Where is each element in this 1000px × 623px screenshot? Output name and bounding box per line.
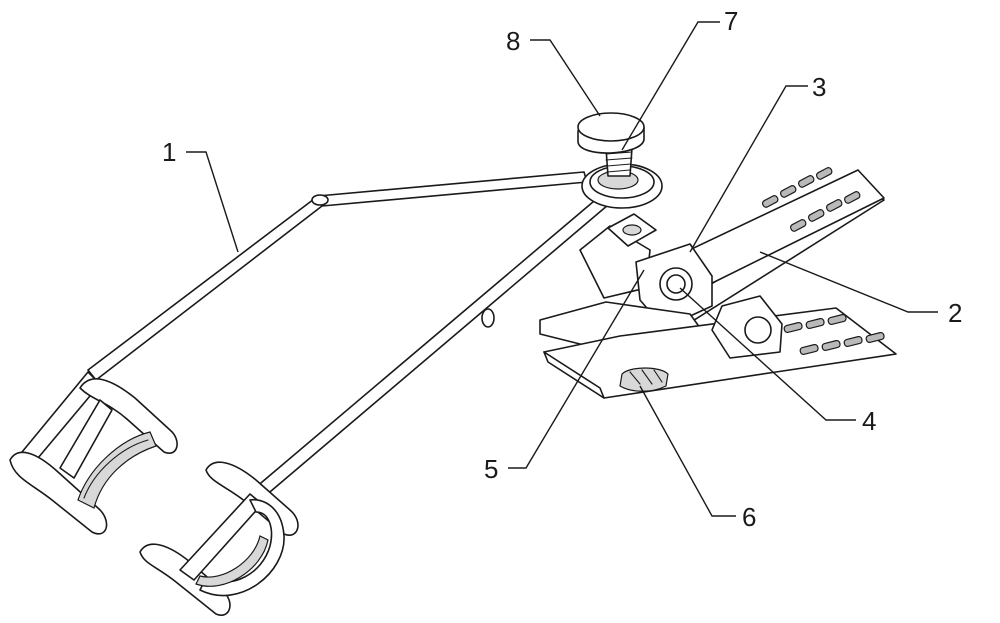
callout-2: 2 bbox=[948, 298, 962, 328]
leader-5 bbox=[508, 269, 645, 469]
callout-6: 6 bbox=[742, 502, 756, 532]
leader-1 bbox=[186, 151, 239, 253]
callout-5: 5 bbox=[484, 454, 498, 484]
wire-frame bbox=[9, 171, 609, 616]
lower-clip-body bbox=[539, 295, 897, 399]
wire-lower-arm bbox=[254, 195, 609, 498]
right-u-loop bbox=[199, 498, 285, 597]
right-u-bar-bottom bbox=[139, 543, 231, 616]
leader-4 bbox=[679, 287, 856, 421]
leader-6 bbox=[639, 385, 736, 517]
lower-grip-slots bbox=[783, 313, 885, 356]
wire-pin-upper bbox=[311, 194, 329, 206]
leader-2 bbox=[759, 251, 938, 313]
leader-7 bbox=[621, 21, 720, 151]
callout-1: 1 bbox=[162, 137, 176, 167]
callout-4: 4 bbox=[862, 406, 876, 436]
leader-3 bbox=[689, 85, 808, 253]
callout-3: 3 bbox=[812, 72, 826, 102]
callout-7: 7 bbox=[724, 6, 738, 36]
left-u-upright bbox=[59, 399, 113, 479]
leader-lines bbox=[186, 21, 938, 517]
callout-labels: 1 2 3 4 5 6 7 8 bbox=[162, 6, 962, 532]
side-hole bbox=[744, 316, 772, 344]
right-clamp-pad bbox=[195, 535, 269, 587]
wire-pin-lower bbox=[481, 308, 495, 328]
callout-8: 8 bbox=[506, 26, 520, 56]
left-clamp-pad bbox=[77, 431, 157, 509]
upper-grip-slots bbox=[761, 167, 861, 232]
adjust-knob bbox=[577, 112, 645, 154]
leader-8 bbox=[530, 39, 601, 117]
left-u-bar-bottom bbox=[9, 451, 108, 535]
